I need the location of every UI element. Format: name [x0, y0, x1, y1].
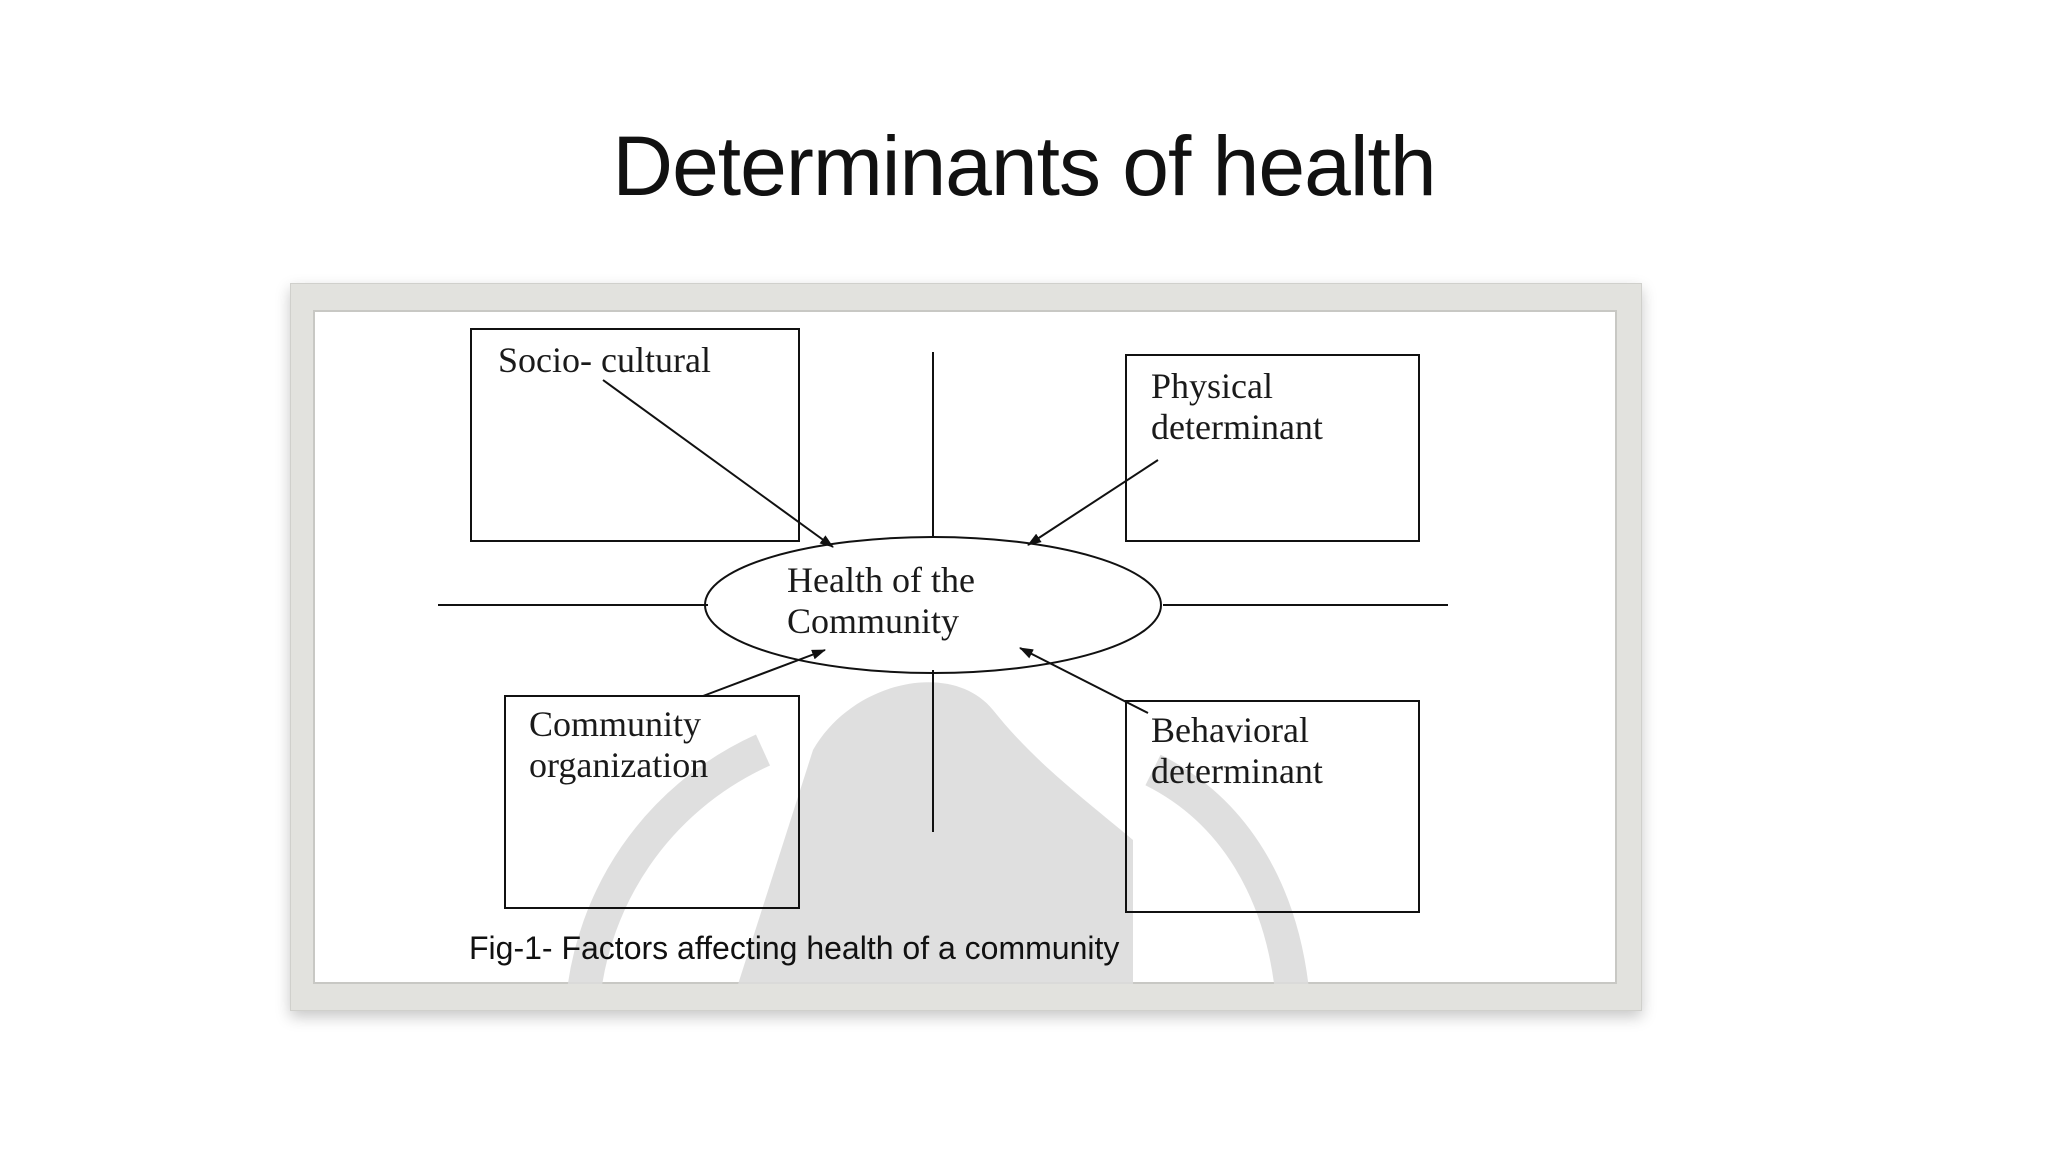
center-ellipse — [704, 536, 1162, 674]
label-community-organization: Community organization — [529, 704, 708, 786]
label-socio-cultural: Socio- cultural — [498, 340, 711, 381]
label-physical-line1: Physical — [1151, 366, 1273, 406]
box-behavioral-determinant — [1125, 700, 1420, 913]
box-socio-cultural — [470, 328, 800, 542]
label-behavioral-line2: determinant — [1151, 751, 1323, 791]
figure-mat: Socio- cultural Physical determinant Hea… — [313, 310, 1617, 984]
figure-frame: Socio- cultural Physical determinant Hea… — [290, 283, 1642, 1011]
arrow-physical — [1027, 459, 1159, 546]
label-behavioral-line1: Behavioral — [1151, 710, 1309, 750]
box-physical-determinant — [1125, 354, 1420, 542]
label-behavioral-determinant: Behavioral determinant — [1151, 710, 1323, 792]
arrow-community-organization — [702, 649, 826, 697]
arrow-behavioral — [1019, 647, 1149, 714]
slide-title: Determinants of health — [612, 119, 1436, 213]
label-health-of-community: Health of the Community — [787, 560, 975, 642]
label-center-line2: Community — [787, 601, 960, 641]
label-physical-line2: determinant — [1151, 407, 1323, 447]
arrow-socio-cultural — [602, 379, 834, 548]
diagram-canvas — [438, 328, 1448, 913]
label-center-line1: Health of the — [787, 560, 975, 600]
box-community-organization — [504, 695, 800, 909]
label-physical-determinant: Physical determinant — [1151, 366, 1323, 448]
label-community-org-line1: Community — [529, 704, 702, 744]
label-socio-cultural-line1: Socio- cultural — [498, 340, 711, 380]
figure-caption: Fig-1- Factors affecting health of a com… — [469, 930, 1120, 966]
label-community-org-line2: organization — [529, 745, 709, 785]
